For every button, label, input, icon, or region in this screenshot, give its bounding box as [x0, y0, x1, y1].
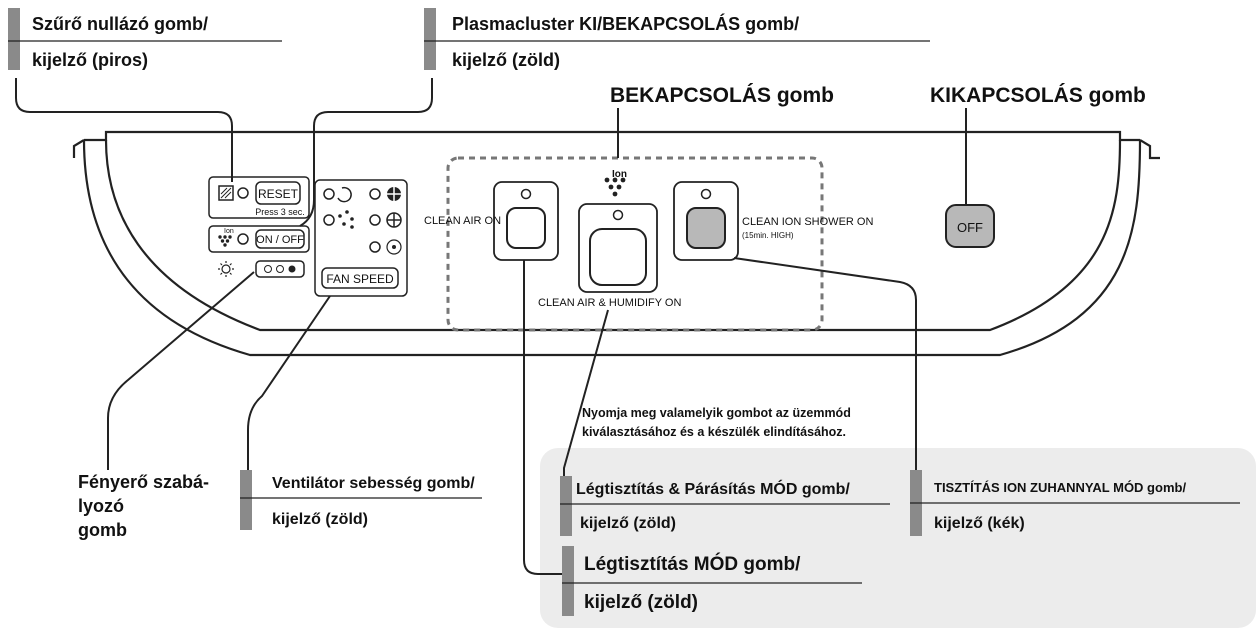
- callout-plasmacluster: Plasmacluster KI/BEKAPCSOLÁS gomb/ kijel…: [424, 8, 930, 70]
- device-panel-outline: [72, 130, 1160, 357]
- instruction-line1: Nyomja meg valamelyik gombot az üzemmód: [582, 406, 851, 420]
- onoff-label: ON / OFF: [256, 234, 304, 246]
- clean-air-humidify-on-button[interactable]: [589, 228, 647, 286]
- plasmacluster-line1: Plasmacluster KI/BEKAPCSOLÁS gomb/: [452, 13, 799, 34]
- fan-speed-button[interactable]: [321, 267, 399, 289]
- brightness-line1: Fényerő szabá-: [78, 472, 209, 492]
- press-hint: Press 3 sec.: [255, 207, 305, 217]
- filter-reset-frame: [208, 176, 310, 219]
- clean-air-humidify-on-label: CLEAN AIR & HUMIDIFY ON: [538, 297, 681, 309]
- filter-icon: [218, 185, 234, 201]
- callout-clean-air-mode: Légtisztítás MÓD gomb/ kijelző (zöld): [562, 546, 862, 616]
- fan-auto-icon: [337, 186, 352, 203]
- plasmacluster-line2: kijelző (zöld): [452, 50, 560, 70]
- clean-air-indicator: [520, 188, 532, 200]
- plasmacluster-onoff-button[interactable]: [255, 229, 305, 249]
- fan-speed-line2: kijelző (zöld): [272, 511, 368, 528]
- clean-air-humidify-indicator: [612, 209, 624, 221]
- fan-speed-frame: [314, 179, 408, 297]
- brightness-control: [218, 260, 305, 278]
- plasmacluster-frame: [208, 225, 310, 253]
- callout-instruction: Nyomja meg valamelyik gombot az üzemmód …: [582, 406, 851, 439]
- ion-label: Ion: [612, 169, 627, 180]
- humidify-mode-line1: Légtisztítás & Párásítás MÓD gomb/: [576, 479, 850, 498]
- brightness-sun-icon: [218, 261, 234, 277]
- filter-reset-line2: kijelző (piros): [32, 50, 148, 70]
- fan-speed-line1: Ventilátor sebesség gomb/: [272, 475, 475, 492]
- filter-reset-control: RESET Press 3 sec.: [218, 181, 305, 217]
- fan-pollen-icon: [338, 210, 354, 229]
- plasmacluster-icon: [218, 235, 232, 247]
- ion-shower-mode-line1: TISZTÍTÁS ION ZUHANNYAL MÓD gomb/: [934, 480, 1186, 495]
- ion-shower-mode-line2: kijelző (kék): [934, 515, 1025, 532]
- filter-reset-line1: Szűrő nullázó gomb/: [32, 14, 208, 34]
- reset-label: RESET: [258, 187, 299, 201]
- fan-pollen-indicator: [323, 214, 335, 226]
- clean-ion-shower-on-label: CLEAN ION SHOWER ON: [742, 216, 873, 228]
- clean-air-on-button[interactable]: [506, 207, 546, 249]
- ion-small-label: Ion: [224, 228, 234, 235]
- clean-ion-shower-sub-label: (15min. HIGH): [742, 231, 794, 240]
- off-button[interactable]: [945, 204, 995, 248]
- fan-medium-indicator: [369, 214, 381, 226]
- fan-speed-label: FAN SPEED: [326, 272, 394, 286]
- filter-reset-button[interactable]: [255, 181, 301, 205]
- humidify-mode-line2: kijelző (zöld): [580, 515, 676, 532]
- fan-speed-control: FAN SPEED: [314, 179, 408, 297]
- instruction-line2: kiválasztásához és a készülék elindításá…: [582, 425, 846, 439]
- clean-ion-shower-mode-frame: [673, 181, 739, 261]
- fan-auto-indicator: [323, 188, 335, 200]
- brightness-dark-icon: [288, 265, 296, 273]
- plasmacluster-indicator: [237, 233, 249, 245]
- brightness-line2: lyozó: [78, 496, 124, 516]
- callout-humidify-mode: Légtisztítás & Párásítás MÓD gomb/ kijel…: [560, 476, 890, 536]
- fan-high-icon: [387, 187, 401, 201]
- clean-air-mode-frame: [493, 181, 559, 261]
- fan-low-icon: [386, 239, 402, 255]
- callout-off-button: KIKAPCSOLÁS gomb: [930, 84, 1146, 107]
- leader-lines: [15, 78, 967, 575]
- brightness-line3: gomb: [78, 520, 127, 540]
- off-label: OFF: [957, 220, 983, 235]
- callout-brightness: Fényerő szabá- lyozó gomb: [78, 472, 209, 540]
- callout-fan-speed: Ventilátor sebesség gomb/ kijelző (zöld): [240, 470, 482, 530]
- callout-filter-reset: Szűrő nullázó gomb/ kijelző (piros): [8, 8, 282, 70]
- clean-ion-shower-indicator: [700, 188, 712, 200]
- callout-ion-shower-mode: TISZTÍTÁS ION ZUHANNYAL MÓD gomb/ kijelz…: [910, 470, 1240, 536]
- plasmacluster-control: Ion ON / OFF: [218, 228, 305, 249]
- ion-plasmacluster-icon: [604, 177, 626, 197]
- on-buttons-dashed-frame: [446, 156, 824, 332]
- clean-air-mode-line1: Légtisztítás MÓD gomb/: [584, 553, 801, 575]
- clean-air-humidify-mode-frame: [578, 203, 658, 293]
- clean-air-on-label: CLEAN AIR ON: [424, 215, 501, 227]
- clean-air-mode-line2: kijelző (zöld): [584, 592, 698, 613]
- fan-medium-icon: [386, 212, 402, 228]
- fan-low-indicator: [369, 241, 381, 253]
- clean-ion-shower-on-button[interactable]: [686, 207, 726, 249]
- callout-on-button: BEKAPCSOLÁS gomb: [610, 84, 834, 107]
- filter-reset-indicator: [237, 187, 249, 199]
- fan-high-indicator: [369, 188, 381, 200]
- brightness-button[interactable]: [255, 260, 305, 278]
